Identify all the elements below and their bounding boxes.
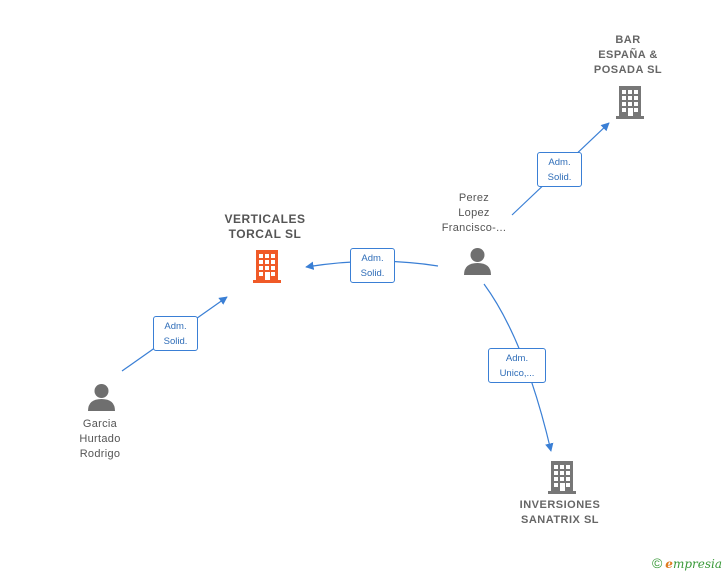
building-icon-inversiones[interactable] [545, 459, 579, 495]
brand-initial: e [665, 557, 673, 571]
company-label-bar[interactable]: BAR ESPAÑA & POSADA SL [593, 34, 663, 76]
edge-label-perez-bar[interactable]: Adm. Solid. [537, 152, 582, 187]
building-icon-verticales[interactable] [250, 248, 284, 284]
person-icon-perez[interactable] [462, 246, 493, 276]
copyright-symbol: © [651, 555, 663, 571]
company-label-inversiones[interactable]: INVERSIONES SANATRIX SL [519, 499, 601, 526]
edge-label-perez-verticales[interactable]: Adm. Solid. [350, 248, 395, 283]
person-label-garcia[interactable]: Garcia Hurtado Rodrigo [79, 418, 121, 460]
empresia-logo: ©empresia [652, 555, 722, 571]
person-icon-garcia[interactable] [86, 382, 117, 412]
brand-text: mpresia [672, 557, 722, 571]
company-label-verticales[interactable]: VERTICALES TORCAL SL [224, 212, 306, 241]
building-icon-bar[interactable] [613, 84, 647, 120]
edge-label-garcia-verticales[interactable]: Adm. Solid. [153, 316, 198, 351]
edge-label-perez-inversiones[interactable]: Adm. Unico,... [488, 348, 546, 383]
person-label-perez[interactable]: Perez Lopez Francisco-... [441, 192, 507, 234]
